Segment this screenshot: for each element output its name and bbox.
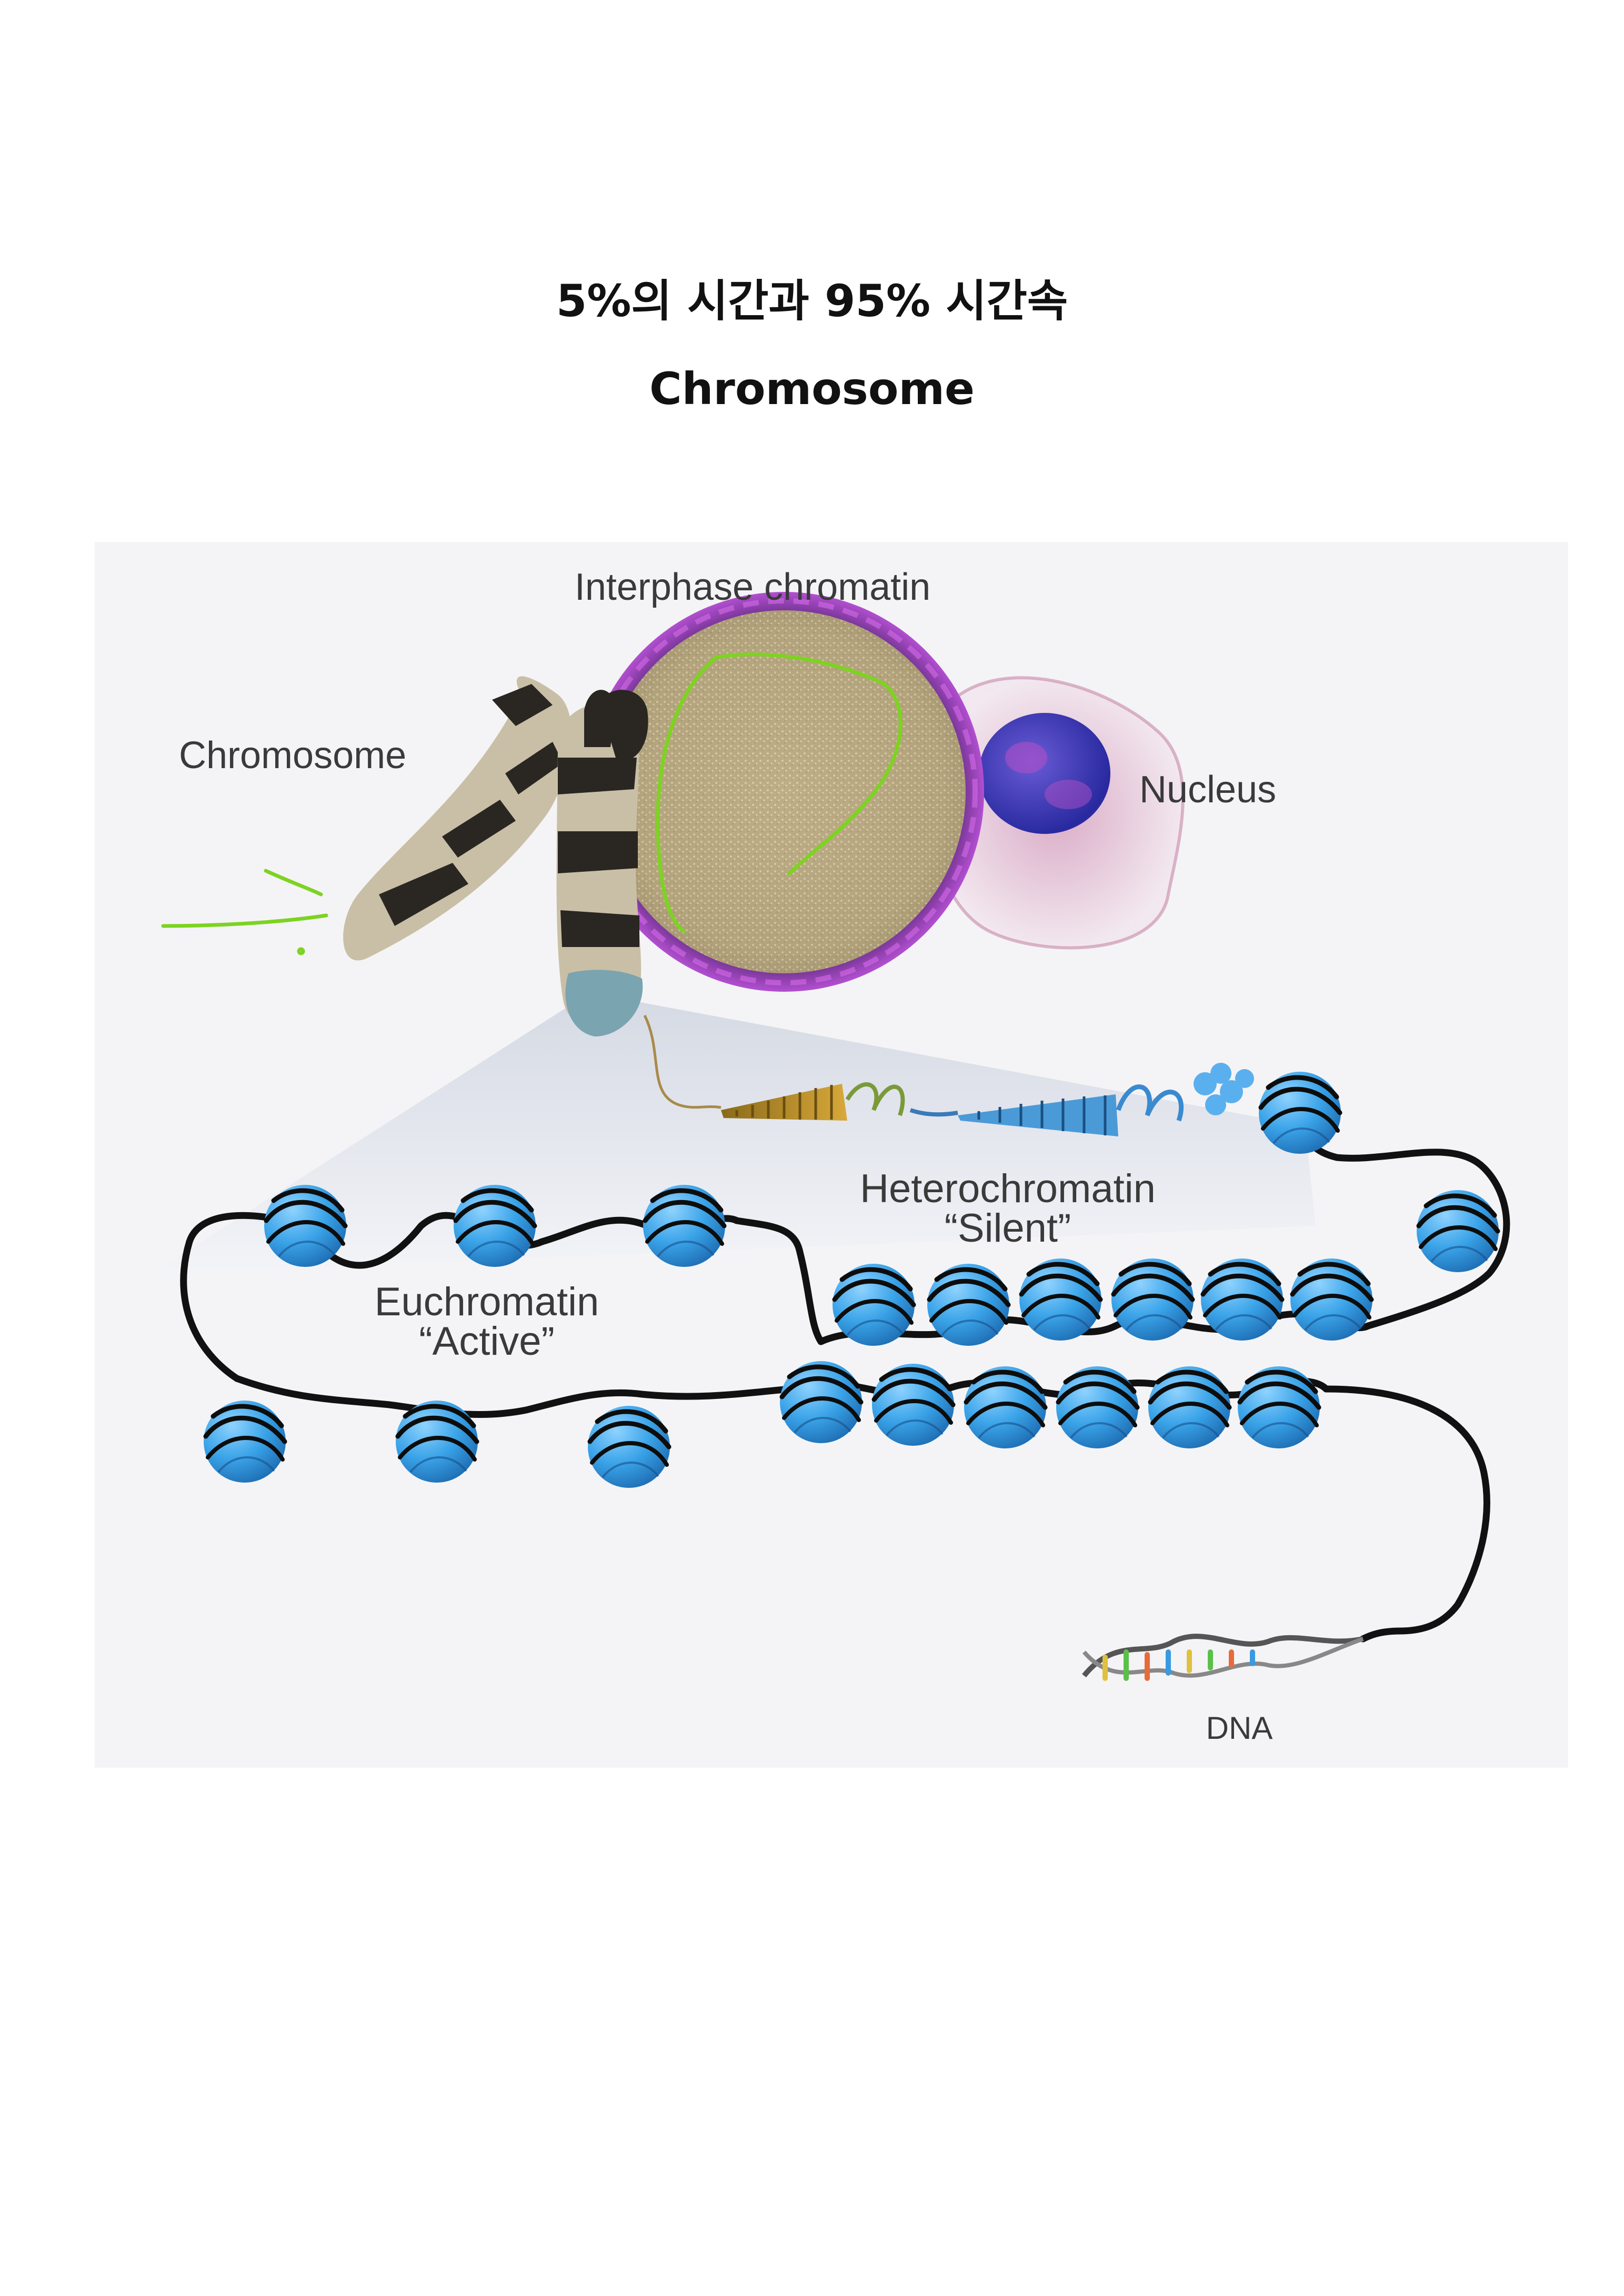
nucleosome — [454, 1185, 536, 1267]
label-silent: “Silent” — [945, 1206, 1071, 1251]
dna-double-helix — [1082, 1634, 1364, 1681]
nucleosome — [1290, 1258, 1372, 1341]
nucleosome — [1238, 1366, 1320, 1448]
chromatin-fiber — [643, 1014, 721, 1109]
nucleosome — [1056, 1366, 1138, 1448]
nucleosome — [588, 1406, 670, 1488]
label-chromosome: Chromosome — [179, 734, 406, 777]
label-active: “Active” — [419, 1319, 555, 1364]
label-heterochromatin: Heterochromatin — [860, 1166, 1156, 1211]
nucleosome — [264, 1185, 346, 1267]
nucleosome — [643, 1185, 725, 1267]
solenoid-fiber-blue — [909, 1063, 1254, 1136]
nucleosome — [1148, 1366, 1230, 1448]
nucleosome — [927, 1264, 1009, 1346]
nucleosome — [1111, 1258, 1194, 1341]
nucleosome — [1019, 1258, 1101, 1341]
label-nucleus: Nucleus — [1139, 769, 1276, 811]
nucleosome — [780, 1361, 862, 1443]
solenoid-fiber-gold — [721, 1082, 905, 1121]
nucleosome — [964, 1366, 1046, 1448]
nucleosome — [1259, 1072, 1341, 1154]
nucleosome — [833, 1264, 915, 1346]
zoom-fan — [153, 1000, 1316, 1273]
page-subtitle: Chromosome — [649, 363, 975, 415]
interphase-chromatin-sphere — [584, 592, 984, 992]
nucleosome — [1201, 1258, 1283, 1341]
nucleosome — [872, 1364, 954, 1446]
handwritten-annotation — [161, 652, 903, 955]
nucleosome — [1417, 1190, 1499, 1272]
label-interphase-chromatin: Interphase chromatin — [575, 566, 930, 608]
page-title: 5%의 시간과 95% 시간속 — [556, 275, 1068, 327]
label-dna: DNA — [1206, 1710, 1273, 1746]
nucleosome — [396, 1401, 478, 1483]
mitotic-chromosome — [343, 676, 648, 1036]
label-euchromatin: Euchromatin — [375, 1280, 599, 1324]
nucleosome — [204, 1401, 286, 1483]
